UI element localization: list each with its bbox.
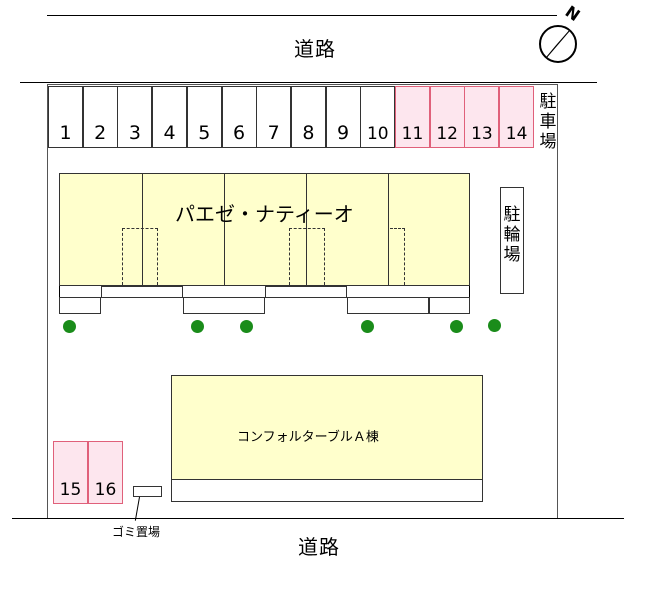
entrance <box>59 297 470 298</box>
stair-outline <box>289 228 325 285</box>
parking-slot-number: 1 <box>59 122 72 144</box>
parking-slot-number: 3 <box>128 122 141 144</box>
stair-outline <box>390 228 405 285</box>
parking-label-char: 車 <box>539 112 557 132</box>
tree-icon <box>450 320 463 333</box>
parking-slot-number: 7 <box>267 122 280 144</box>
parking-slot: 3 <box>117 86 153 148</box>
tree-icon <box>240 320 253 333</box>
parking-slot-number: 6 <box>232 122 246 144</box>
parking-slot-number: 13 <box>471 124 493 144</box>
parking-slot-number: 9 <box>337 122 350 144</box>
parking-slot-number: 16 <box>94 480 117 500</box>
bottom-road-label: 道路 <box>298 535 340 559</box>
parking-label: 駐 車 場 <box>537 92 559 152</box>
site-top-road-edge <box>20 82 597 83</box>
parking-slot: 5 <box>186 86 222 148</box>
parking-slot: 4 <box>152 86 188 148</box>
neighbor-building-strip <box>171 480 483 502</box>
main-building-name: パエゼ・ナティーオ <box>175 202 354 226</box>
parking-slot: 6 <box>221 86 257 148</box>
parking-slot: 14 <box>499 86 535 148</box>
tree-icon <box>488 319 501 332</box>
top-road-label: 道路 <box>294 37 336 61</box>
parking-label-char: 場 <box>539 132 557 152</box>
parking-slot-number: 15 <box>59 480 82 500</box>
parking-slot: 7 <box>256 86 292 148</box>
parking-slot: 1 <box>48 86 83 148</box>
parking-slot: 8 <box>290 86 326 148</box>
parking-slot-number: 5 <box>198 122 211 144</box>
parking-slot: 2 <box>82 86 118 148</box>
unit-divider <box>388 173 389 286</box>
compass-icon <box>539 25 577 63</box>
top-road-line <box>47 15 557 16</box>
parking-slot-number: 4 <box>163 122 176 144</box>
unit-divider <box>306 173 307 286</box>
garbage-station <box>133 486 162 497</box>
balcony <box>59 297 101 314</box>
main-building <box>59 173 470 286</box>
parking-slot: 15 <box>53 441 88 504</box>
wall-segment <box>59 286 60 298</box>
parking-slot-number: 2 <box>94 122 107 144</box>
parking-slot-number: 8 <box>302 122 315 144</box>
tree-icon <box>361 320 374 333</box>
parking-slot: 13 <box>464 86 500 148</box>
neighbor-building <box>171 375 483 480</box>
parking-slot-number: 11 <box>401 124 424 144</box>
parking-slot-number: 12 <box>436 124 458 144</box>
parking-slot: 11 <box>395 86 430 148</box>
balcony <box>429 297 470 314</box>
wall-segment <box>469 286 470 298</box>
garbage-label: ゴミ置場 <box>112 525 161 539</box>
balcony <box>183 297 265 314</box>
parking-slot: 9 <box>325 86 361 148</box>
site-bottom-road-edge <box>12 518 624 519</box>
parking-slot: 16 <box>88 441 123 504</box>
unit-divider <box>142 173 143 286</box>
tree-icon <box>63 320 76 333</box>
tree-icon <box>191 320 204 333</box>
bicycle-parking <box>500 187 524 294</box>
bicycle-label-char: 場 <box>503 245 521 265</box>
bicycle-label-char: 輪 <box>503 225 521 245</box>
neighbor-building-name: コンフォルターブルＡ棟 <box>237 430 379 445</box>
bicycle-parking-label: 駐 輪 場 <box>501 205 523 265</box>
stair-outline <box>122 228 158 285</box>
bicycle-label-char: 駐 <box>503 205 521 225</box>
entrance <box>101 286 183 298</box>
parking-slot-number: 10 <box>366 124 389 144</box>
balcony <box>347 297 429 314</box>
parking-slot-number: 14 <box>505 124 528 144</box>
parking-slot: 10 <box>360 86 396 148</box>
parking-label-char: 駐 <box>539 92 557 112</box>
parking-slot: 12 <box>429 86 465 148</box>
unit-divider <box>224 173 225 286</box>
site-boundary <box>47 84 558 518</box>
entrance <box>265 286 347 298</box>
